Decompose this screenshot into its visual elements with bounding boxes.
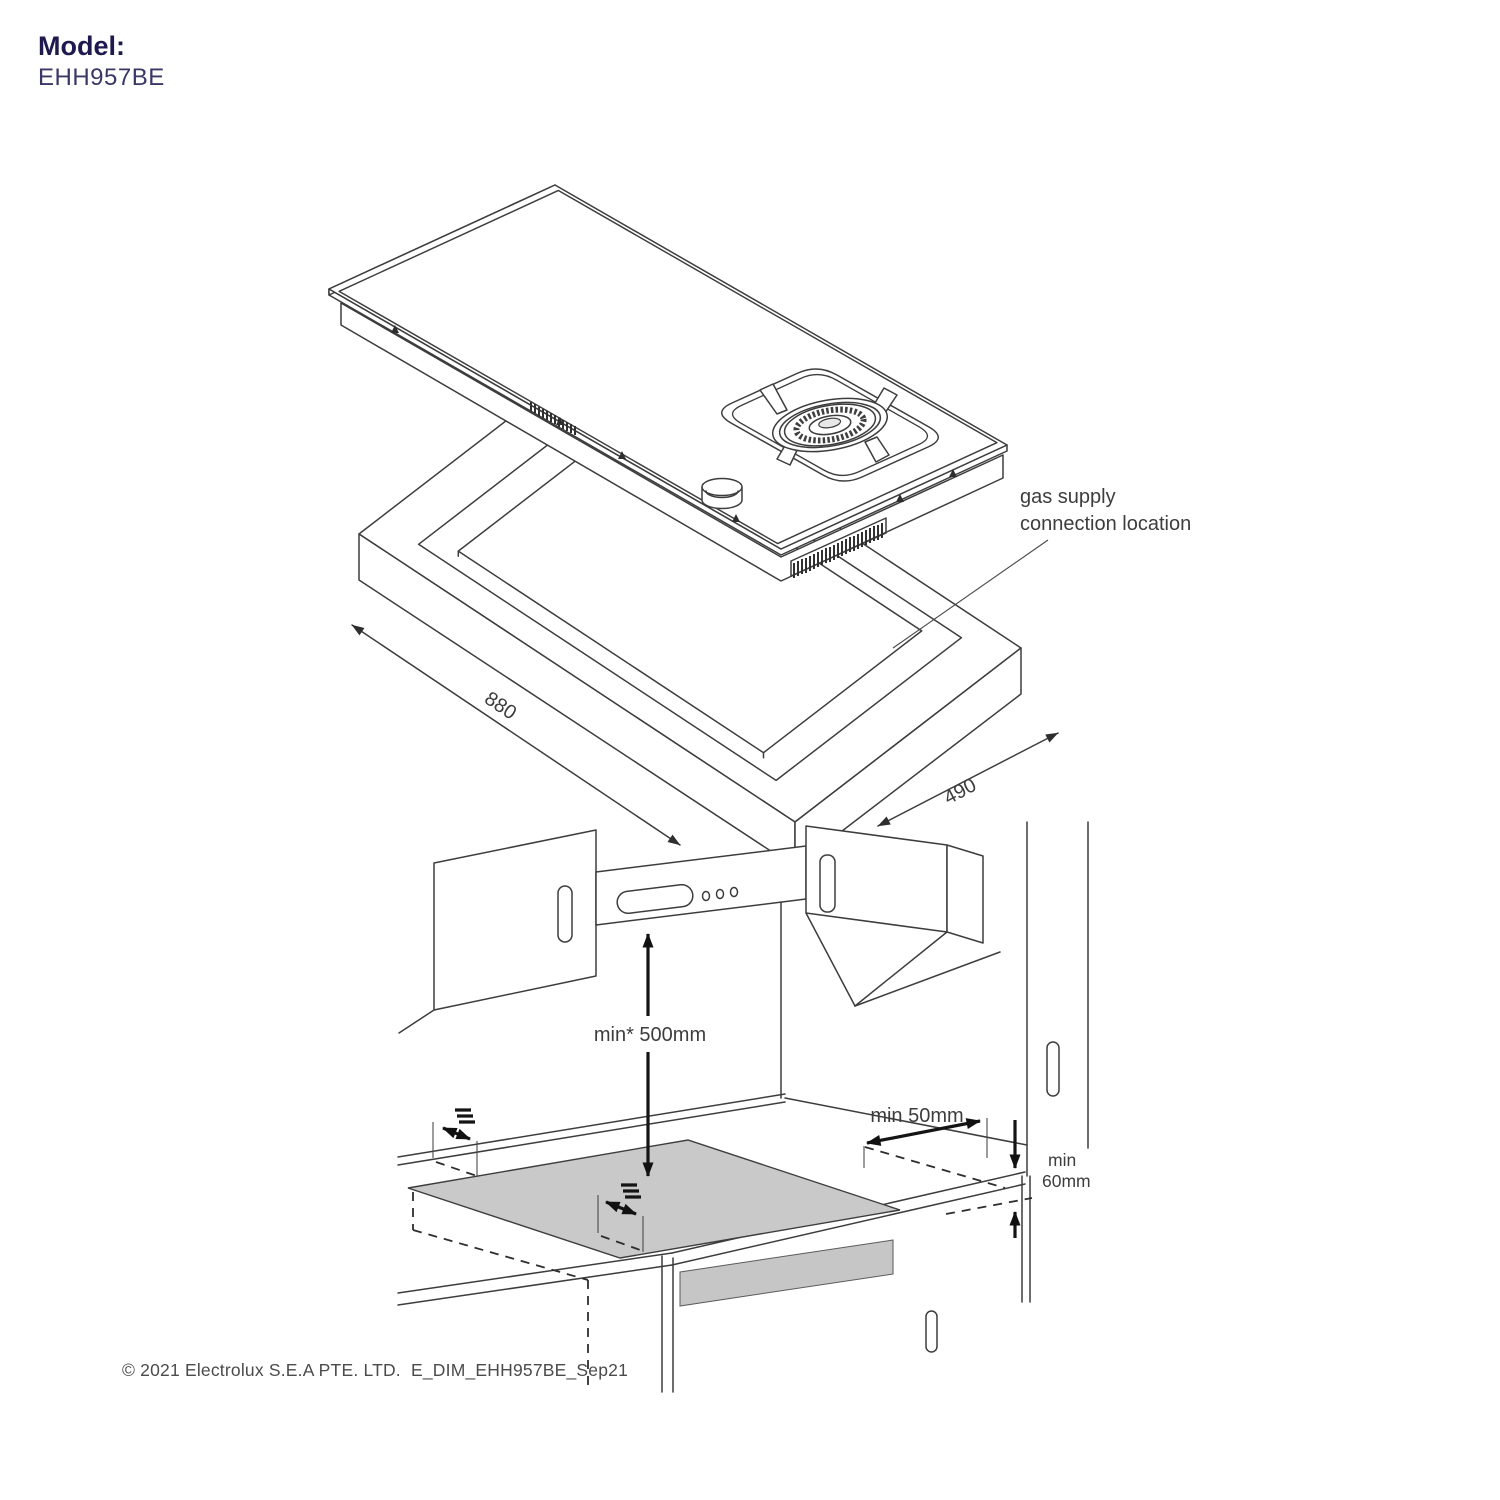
tall-cabinet-handle — [1046, 1041, 1060, 1097]
model-label: Model: — [38, 31, 125, 61]
burner-assembly — [721, 368, 939, 482]
tall-cabinet — [1021, 821, 1089, 1303]
burner-rings — [771, 397, 889, 453]
gas-note-line2: connection location — [1020, 513, 1191, 535]
drip-tray-inner — [731, 373, 929, 477]
gas-leader-line — [892, 539, 1049, 649]
hood-vent-slot — [616, 883, 694, 915]
cutout-rim-outer — [417, 400, 963, 782]
hidden-cutout-dashes — [412, 1146, 1006, 1392]
hob-exploded — [328, 184, 1008, 582]
dimension-490-label: 490 — [940, 774, 980, 809]
thickness-60-label-line1: min — [1048, 1150, 1076, 1170]
thickness-60-annotation: min 60mm — [945, 1120, 1091, 1238]
thickness-60-label-line2: 60mm — [1042, 1171, 1091, 1191]
hood-buttons — [701, 886, 739, 902]
hob-glass-top-inset-line — [338, 189, 998, 545]
dimension-490-arrow — [877, 732, 1059, 827]
dimension-880-arrow — [351, 624, 681, 846]
copyright-note: © 2021 Electrolux S.E.A PTE. LTD. E_DIM_… — [122, 1360, 629, 1380]
clearance-50-label: min 50mm — [870, 1105, 963, 1127]
base-cabinet-recess — [679, 1239, 894, 1307]
gas-note-line1: gas supply — [1020, 486, 1116, 508]
cutout-depth-tick — [457, 550, 765, 759]
control-knob — [701, 477, 743, 510]
model-number: EHH957BE — [38, 63, 165, 91]
dimension-880-label: 880 — [480, 688, 520, 725]
base-cabinets — [661, 1239, 938, 1393]
vent-grille-outline — [790, 517, 887, 577]
installation-diagram: min* 500mm min 50mm min 60mm — [397, 821, 1091, 1393]
upper-cabinet-left — [398, 829, 597, 1034]
mounting-clips — [391, 325, 957, 522]
hob-body — [340, 302, 1004, 582]
wall-hatch-2 — [597, 1183, 644, 1252]
base-cabinet-handle — [925, 1310, 938, 1353]
clearance-500-annotation: min* 500mm — [594, 933, 706, 1177]
vent-grille-main — [793, 523, 883, 578]
range-hood — [595, 845, 807, 926]
clearance-500-label: min* 500mm — [594, 1024, 706, 1046]
clearance-50-annotation: min 50mm — [863, 1105, 988, 1168]
hob-installed-surface — [407, 1139, 901, 1259]
upper-cabinet-right — [805, 825, 1001, 1007]
model-header: Model: EHH957BE — [38, 30, 165, 92]
wall-hatch-1 — [432, 1108, 478, 1177]
